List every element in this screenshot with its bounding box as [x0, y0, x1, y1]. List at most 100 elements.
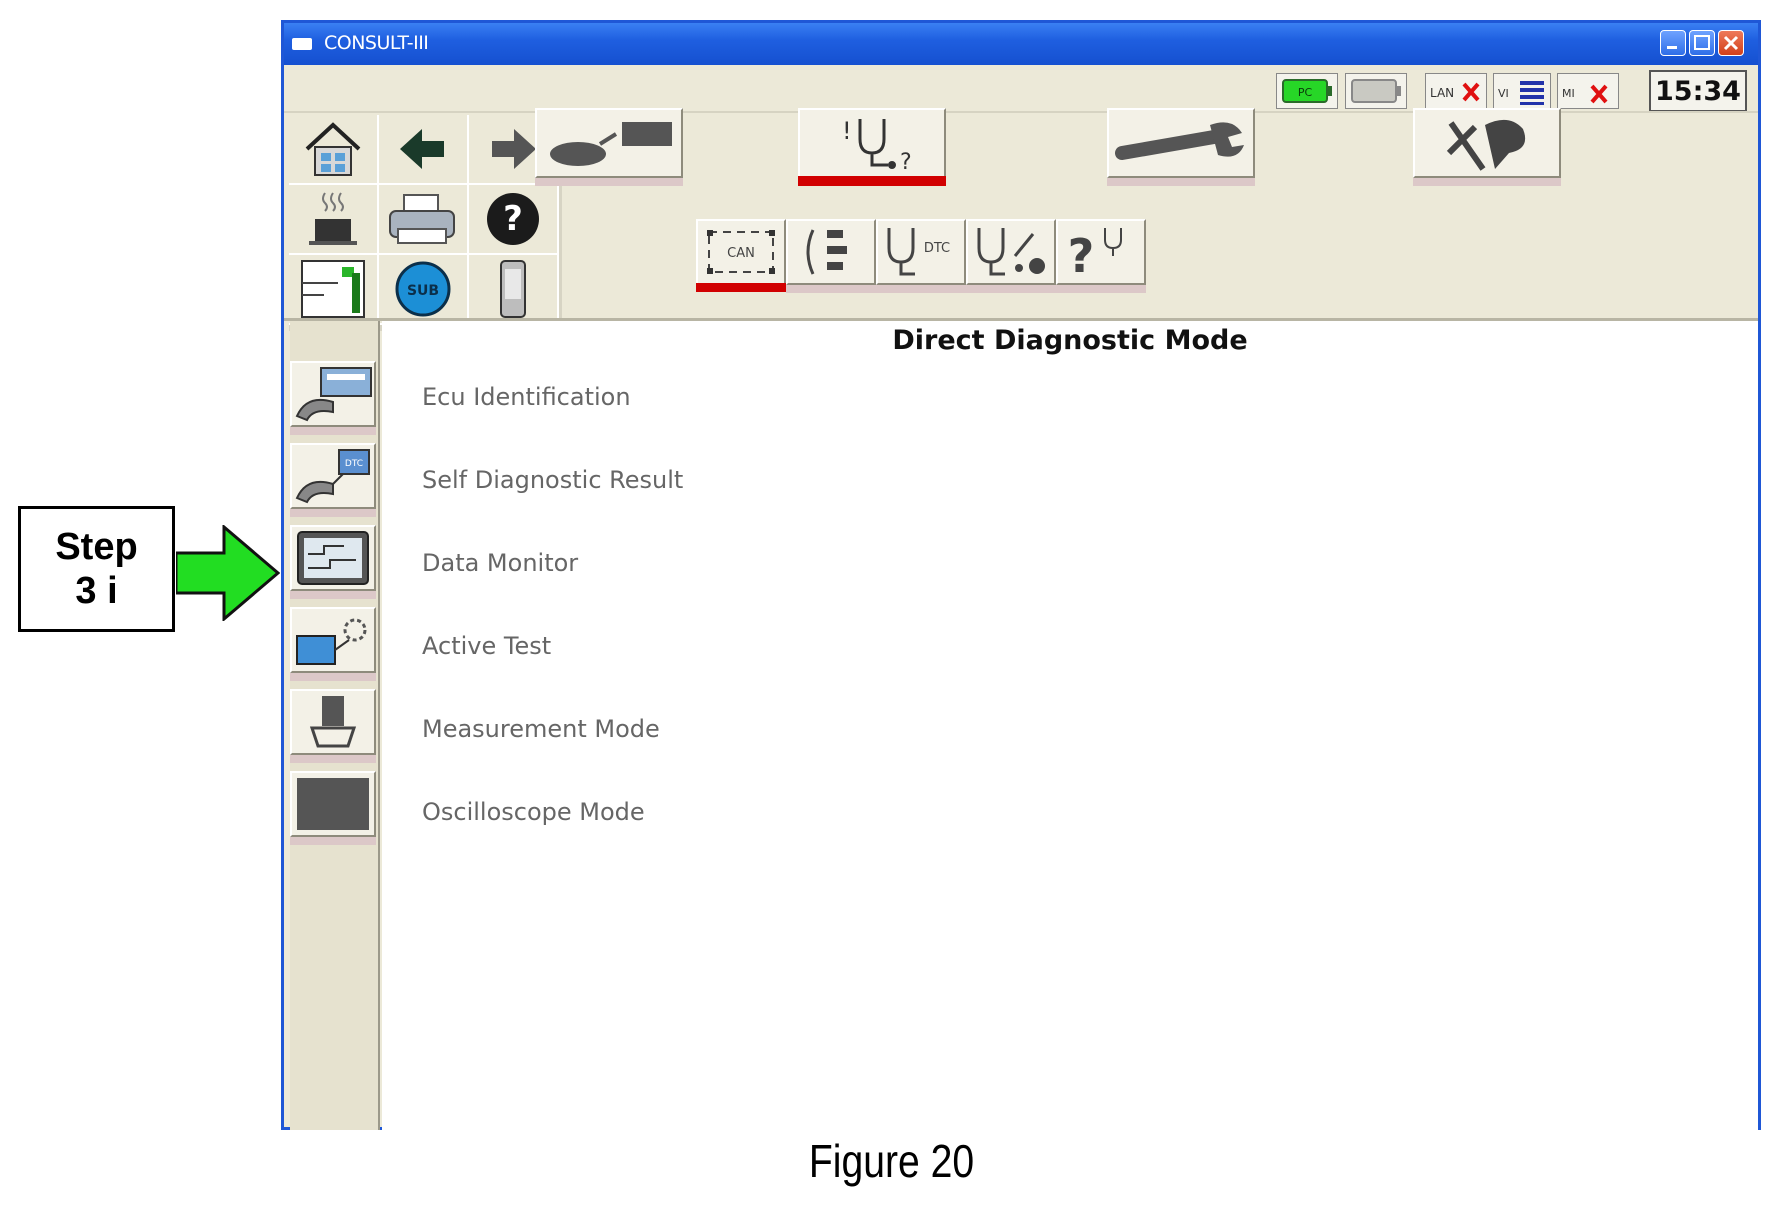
minimize-button[interactable] [1660, 30, 1686, 56]
repair-underline [1107, 178, 1255, 186]
sidebar-underline [290, 509, 376, 517]
callout-arrow-icon [176, 525, 280, 621]
quick-diagnosis-underline [1056, 285, 1146, 293]
diagnosis-button[interactable]: ! ? [798, 108, 946, 178]
callout-line-2: 3 i [75, 570, 118, 612]
active-test-icon [296, 618, 367, 665]
mi-status-indicator: MI [1557, 73, 1619, 109]
help-button[interactable]: ? [469, 185, 559, 255]
maximize-button[interactable] [1689, 30, 1715, 56]
window-title: CONSULT-III [324, 32, 429, 54]
sub-label: SUB [407, 283, 439, 299]
sub-mode-button[interactable]: SUB [379, 255, 469, 325]
sidebar-item-self-diagnostic[interactable]: DTC [290, 443, 376, 509]
system-selection-icon [806, 229, 847, 275]
sub-icon: SUB [395, 261, 451, 317]
diagnosis-icon: ! ? [842, 117, 912, 173]
home-button[interactable] [289, 115, 379, 185]
other-function-button[interactable] [1413, 108, 1561, 178]
dtc-diagnosis-icon: DTC [887, 228, 950, 276]
menu-item-active-test[interactable]: Active Test [422, 632, 552, 660]
vehicle-select-icon [550, 122, 672, 166]
vi-label: VI [1498, 87, 1509, 100]
sidebar-item-data-monitor[interactable] [290, 525, 376, 591]
diagnosis-active-indicator [798, 176, 946, 186]
sidebar-underline [290, 427, 376, 435]
nav-grid: ? SUB [289, 115, 562, 331]
divider [284, 111, 1758, 113]
menu-item-measurement-mode[interactable]: Measurement Mode [422, 715, 660, 743]
sidebar-dtc-label: DTC [345, 459, 363, 469]
main-panel: Direct Diagnostic Mode Ecu Identificatio… [382, 321, 1758, 1130]
pc-label: PC [1298, 86, 1313, 99]
title-bar: CONSULT-III [284, 23, 1758, 65]
sidebar-underline [290, 591, 376, 599]
mobile-device-icon [500, 260, 526, 318]
dtc-underline [876, 285, 966, 293]
other-function-underline [1413, 178, 1561, 186]
mi-label: MI [1562, 87, 1575, 100]
svg-text:?: ? [503, 199, 523, 239]
sidebar-underline [290, 837, 376, 845]
sidebar-item-ecu-identification[interactable] [290, 361, 376, 427]
repair-wrench-icon [1115, 122, 1244, 160]
figure-caption: Figure 20 [808, 1135, 975, 1187]
menu-item-self-diagnostic-result[interactable]: Self Diagnostic Result [422, 466, 684, 494]
sidebar-item-oscilloscope[interactable] [290, 771, 376, 837]
battery-indicator [1345, 73, 1407, 109]
svg-text:?: ? [1068, 229, 1095, 282]
can-system-icon: CAN [707, 230, 775, 274]
self-diagnostic-icon: DTC [295, 449, 370, 504]
can-system-tab[interactable]: CAN [696, 219, 786, 285]
data-monitor-icon [297, 531, 369, 585]
data-monitor-diag-icon [977, 228, 1045, 276]
system-selection-tab[interactable] [786, 219, 876, 285]
sidebar: DTC [290, 321, 380, 1130]
menu-item-oscilloscope-mode[interactable]: Oscilloscope Mode [422, 798, 645, 826]
sidebar-underline [290, 755, 376, 763]
ecu-identification-icon [295, 367, 372, 422]
help-icon: ? [487, 193, 539, 245]
quick-diagnosis-icon: ? [1068, 228, 1122, 282]
can-active-indicator [696, 283, 786, 292]
window-icon [292, 38, 312, 50]
sidebar-underline [290, 673, 376, 681]
coffee-break-icon [309, 192, 357, 245]
sidebar-item-active-test[interactable] [290, 607, 376, 673]
callout-line-1: Step [55, 526, 138, 568]
page-title: Direct Diagnostic Mode [892, 325, 1248, 356]
dtc-tab-label: DTC [924, 241, 950, 256]
mobile-device-button[interactable] [469, 255, 559, 325]
oscilloscope-icon [297, 778, 369, 830]
print-button[interactable] [379, 185, 469, 255]
svg-text:!: ! [842, 117, 852, 145]
step-callout: Step 3 i [18, 506, 175, 632]
repair-button[interactable] [1107, 108, 1255, 178]
back-button[interactable] [379, 115, 469, 185]
data-monitor-diag-underline [966, 285, 1056, 293]
data-monitor-diag-tab[interactable] [966, 219, 1056, 285]
back-arrow-icon [400, 129, 444, 169]
home-icon [305, 122, 361, 176]
system-selection-underline [786, 285, 876, 293]
close-button[interactable] [1718, 30, 1744, 56]
coffee-break-button[interactable] [289, 185, 379, 255]
svg-text:?: ? [900, 150, 912, 173]
measurement-icon [309, 696, 357, 748]
quick-diagnosis-tab[interactable]: ? [1056, 219, 1146, 285]
other-function-icon [1446, 119, 1526, 171]
menu-item-data-monitor[interactable]: Data Monitor [422, 549, 579, 577]
pc-battery-indicator: PC [1276, 73, 1338, 109]
sidebar-item-measurement[interactable] [290, 689, 376, 755]
toolbar-divider [284, 318, 1758, 321]
screen-capture-button[interactable] [289, 255, 379, 325]
vehicle-select-underline [535, 178, 683, 186]
dtc-diagnosis-tab[interactable]: DTC [876, 219, 966, 285]
screen-capture-icon [301, 260, 365, 318]
forward-arrow-icon [492, 129, 536, 169]
vehicle-select-button[interactable] [535, 108, 683, 178]
clock: 15:34 [1649, 70, 1747, 112]
menu-item-ecu-identification[interactable]: Ecu Identification [422, 383, 631, 411]
app-window: CONSULT-III PC LAN VI [281, 20, 1761, 1130]
printer-icon [389, 194, 455, 244]
